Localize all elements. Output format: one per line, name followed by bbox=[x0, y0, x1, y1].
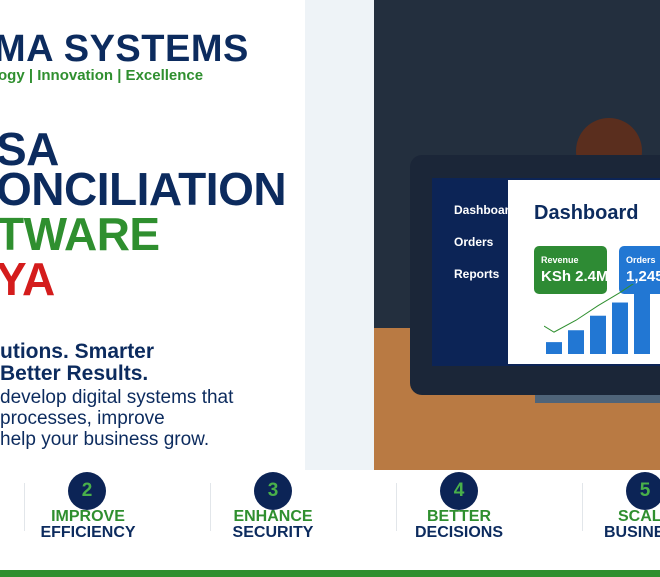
dashboard-title: Dashboard bbox=[534, 202, 639, 224]
dashboard-nav-reports: Reports bbox=[454, 267, 500, 281]
chart-trend-line bbox=[544, 284, 634, 333]
laptop-base bbox=[535, 395, 660, 403]
feature-number-badge: 2 bbox=[68, 472, 106, 510]
revenue-card-label: Revenue bbox=[541, 255, 579, 265]
footer-accent-bar bbox=[0, 570, 660, 577]
orders-card: Orders 1,245 bbox=[619, 246, 660, 294]
body-text-line-1: develop digital systems that bbox=[0, 387, 234, 408]
chart-bar bbox=[590, 315, 606, 354]
headline-line-4: YA bbox=[0, 253, 55, 305]
subheadline-line-1: utions. Smarter bbox=[0, 340, 155, 363]
feature-divider bbox=[396, 483, 397, 531]
headline-line-2: ONCILIATION bbox=[0, 163, 287, 215]
dashboard-nav-dashboard: Dashboard bbox=[454, 203, 517, 217]
feature-title-line-1: ENHANCE bbox=[233, 508, 313, 525]
background-strip bbox=[305, 0, 374, 470]
chart-bar bbox=[546, 342, 562, 354]
body-text-line-3: help your business grow. bbox=[0, 429, 210, 450]
feature-title-line-2: BUSINE bbox=[604, 524, 660, 541]
feature-title-line-1: BETTER bbox=[427, 508, 491, 525]
body-text-line-2: processes, improve bbox=[0, 408, 165, 429]
orders-card-value: 1,245 bbox=[626, 268, 660, 285]
brand-tagline: ogy | Innovation | Excellence bbox=[0, 67, 204, 84]
revenue-card-value: KSh 2.4M bbox=[541, 268, 607, 285]
chart-bar bbox=[568, 330, 584, 354]
revenue-card: Revenue KSh 2.4M bbox=[534, 246, 607, 294]
feature-number-badge: 3 bbox=[254, 472, 292, 510]
feature-title-line-2: DECISIONS bbox=[414, 524, 503, 541]
subheadline-line-2: Better Results. bbox=[0, 362, 149, 385]
feature-divider bbox=[24, 483, 25, 531]
headline-line-1: SA bbox=[0, 123, 59, 175]
feature-divider bbox=[582, 483, 583, 531]
chart-bar bbox=[634, 288, 650, 354]
dashboard-nav-orders: Orders bbox=[454, 235, 494, 249]
chart-bar bbox=[612, 302, 628, 354]
feature-title-line-1: IMPROVE bbox=[51, 508, 125, 525]
dashboard-panel: Dashboard Revenue KSh 2.4M Orders 1,245 bbox=[508, 180, 660, 364]
feature-title-line-2: SECURITY bbox=[232, 524, 314, 541]
feature-number-badge: 5 bbox=[626, 472, 660, 510]
orders-card-label: Orders bbox=[626, 255, 656, 265]
feature-title-line-1: SCAL bbox=[618, 508, 660, 525]
feature-number-badge: 4 bbox=[440, 472, 478, 510]
feature-title-line-2: EFFICIENCY bbox=[40, 524, 136, 541]
feature-strip bbox=[0, 470, 660, 570]
dashboard-bar-chart bbox=[544, 284, 650, 354]
headline-line-3: TWARE bbox=[0, 208, 160, 260]
brand-name: MA SYSTEMS bbox=[0, 28, 249, 70]
feature-divider bbox=[210, 483, 211, 531]
